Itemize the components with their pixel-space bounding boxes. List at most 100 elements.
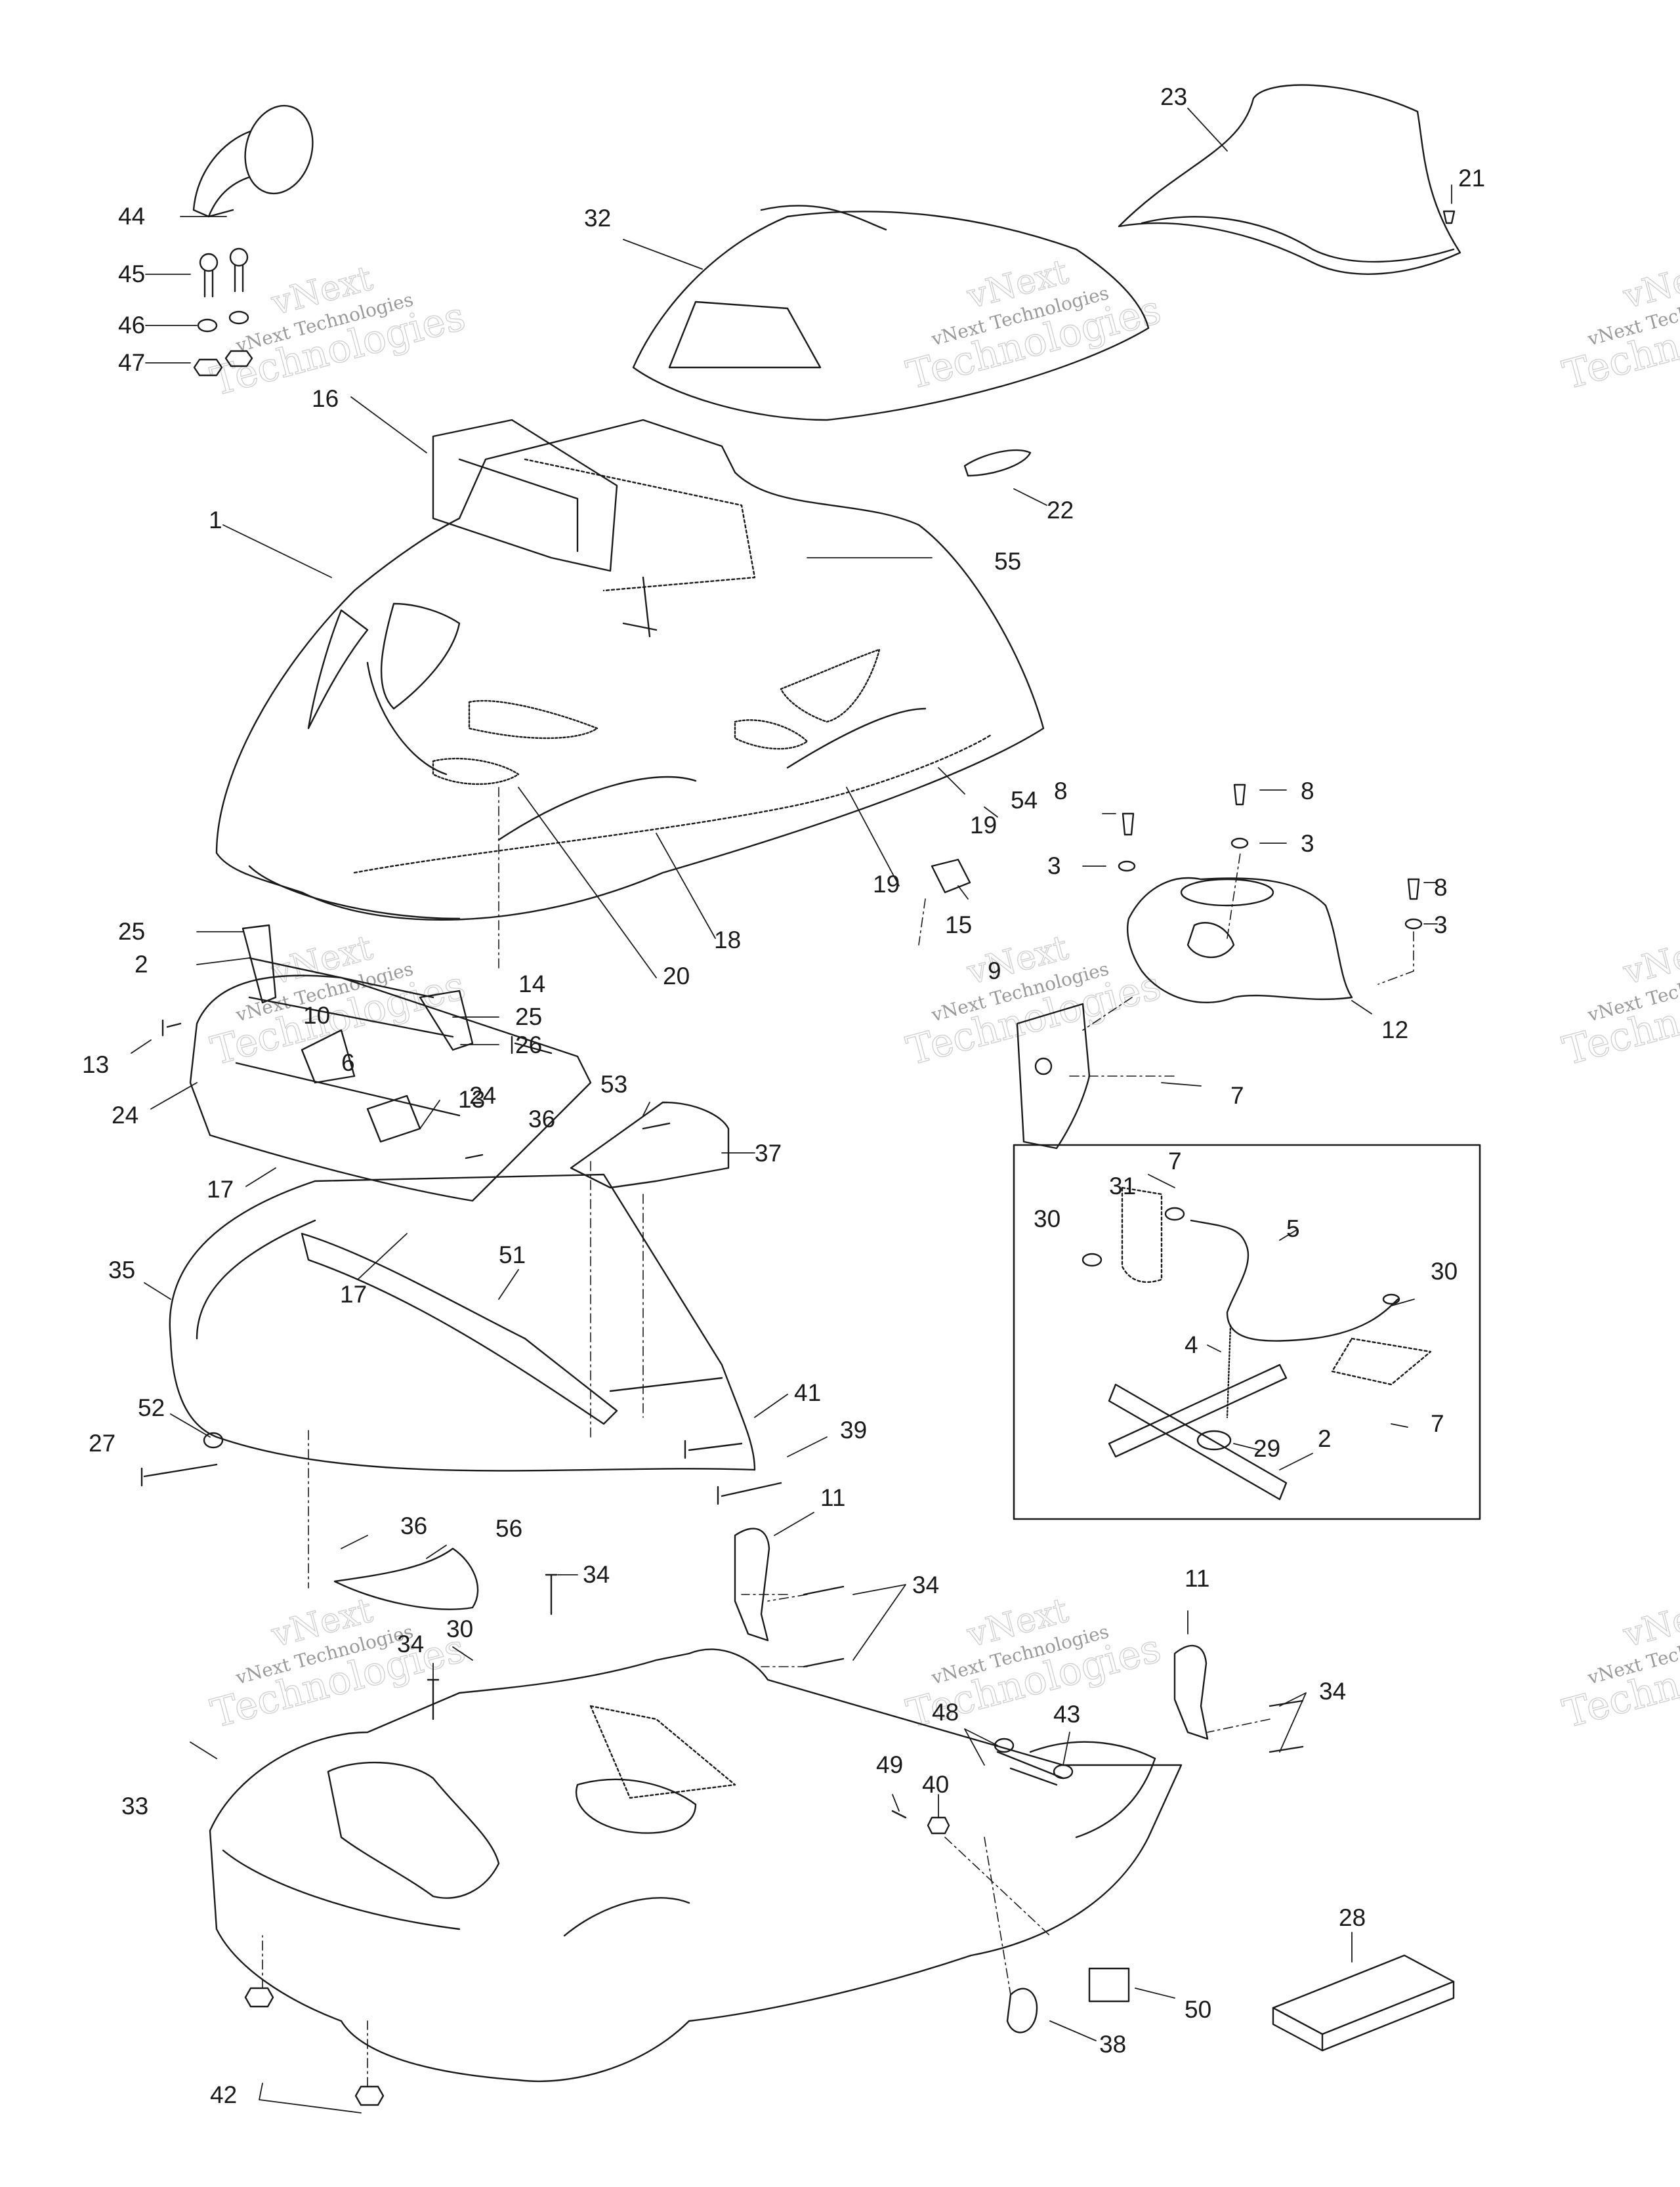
callout-34: 34 [912, 1572, 939, 1598]
callout-26: 26 [515, 1031, 542, 1058]
console-part [1127, 877, 1353, 1003]
callout-47: 47 [118, 349, 145, 376]
callout-6: 6 [341, 1049, 355, 1076]
callout-49: 49 [876, 1751, 903, 1778]
callout-51: 51 [499, 1241, 526, 1268]
callout-17: 17 [207, 1176, 234, 1203]
callout-7: 7 [1431, 1410, 1444, 1437]
callout-45: 45 [118, 260, 145, 287]
front-bumper-part [169, 1173, 756, 1472]
instrument-housing-part [432, 419, 618, 572]
callout-8: 8 [1054, 778, 1068, 804]
callout-3: 3 [1301, 830, 1314, 857]
bracket-part [570, 1101, 730, 1189]
callout-19: 19 [873, 871, 900, 898]
callout-16: 16 [312, 385, 339, 412]
bottom-pan-part [209, 1648, 1183, 2083]
callout-34: 34 [583, 1561, 610, 1588]
callout-34: 34 [397, 1631, 424, 1657]
callout-4: 4 [1185, 1331, 1198, 1358]
rivet-part [427, 1573, 1304, 1753]
callout-40: 40 [922, 1771, 949, 1798]
callout-2: 2 [1318, 1425, 1332, 1452]
foam-pad-part [1272, 1954, 1455, 2052]
callout-31: 31 [1109, 1173, 1136, 1199]
callout-12: 12 [1381, 1016, 1408, 1043]
callout-9: 9 [988, 957, 1001, 984]
callout-23: 23 [1160, 83, 1187, 110]
callout-7: 7 [1230, 1082, 1244, 1109]
callout-13: 13 [82, 1051, 109, 1078]
reinforcement-plate-part [301, 1232, 618, 1425]
callout-27: 27 [89, 1430, 116, 1457]
callout-labels: 44 45 46 47 23 21 32 22 16 1 55 54 19 19… [82, 83, 1485, 2108]
callout-5: 5 [1286, 1215, 1300, 1242]
callout-46: 46 [118, 312, 145, 339]
callout-36: 36 [528, 1106, 555, 1133]
plug-part [1006, 1988, 1038, 2033]
hood-part [215, 419, 1045, 921]
callout-19: 19 [970, 812, 997, 839]
callout-2: 2 [135, 951, 148, 978]
bracket-part [333, 1547, 479, 1610]
handle-part [963, 449, 1032, 477]
callout-30: 30 [446, 1615, 473, 1642]
callout-38: 38 [1099, 2031, 1126, 2058]
callout-10: 10 [303, 1002, 330, 1029]
callout-18: 18 [714, 927, 741, 953]
callout-28: 28 [1339, 1904, 1366, 1931]
callout-30: 30 [1034, 1205, 1060, 1232]
mirror-part [192, 104, 314, 218]
callout-43: 43 [1053, 1701, 1080, 1728]
bumper-bracket-part [189, 924, 592, 1202]
callout-1: 1 [209, 507, 222, 533]
bracket-part [1173, 1644, 1209, 1740]
callout-32: 32 [584, 205, 611, 232]
callout-7: 7 [1168, 1148, 1182, 1175]
bracket-part [734, 1528, 770, 1642]
callout-8: 8 [1434, 874, 1448, 901]
assembly-lines [262, 787, 1414, 2087]
callout-8: 8 [1301, 778, 1314, 804]
callout-37: 37 [755, 1140, 782, 1167]
clip-part [931, 858, 971, 894]
callout-55: 55 [994, 548, 1021, 575]
windshield-part [632, 205, 1150, 421]
decal-part [1088, 1967, 1130, 2003]
callout-11: 11 [820, 1484, 845, 1511]
inset-frame [1013, 1144, 1481, 1520]
cable-assembly-part [1082, 1186, 1432, 1501]
watermark-layer: vNext vNext Technologies Technologies vN… [206, 252, 1680, 1738]
screw-part [193, 247, 253, 377]
callout-13: 13 [458, 1086, 485, 1113]
hardware-part [891, 1738, 1074, 1835]
callout-53: 53 [600, 1071, 627, 1098]
callout-39: 39 [840, 1417, 867, 1444]
callout-3: 3 [1434, 911, 1448, 938]
callout-17: 17 [340, 1281, 367, 1308]
callout-36: 36 [400, 1512, 427, 1539]
callout-54: 54 [1011, 787, 1038, 814]
bolt-part [140, 1019, 782, 1505]
callout-24: 24 [112, 1102, 138, 1129]
callout-44: 44 [118, 203, 145, 230]
callout-11: 11 [1185, 1565, 1209, 1592]
callout-34: 34 [1319, 1678, 1346, 1705]
callout-25: 25 [515, 1003, 542, 1030]
callout-20: 20 [663, 963, 690, 989]
seat-part [1118, 84, 1461, 275]
leader-lines [131, 108, 1452, 2114]
screw-part [1442, 210, 1456, 224]
callout-35: 35 [108, 1257, 135, 1283]
callout-14: 14 [518, 970, 545, 997]
callout-30: 30 [1431, 1258, 1458, 1285]
callout-15: 15 [945, 911, 972, 938]
callout-48: 48 [932, 1699, 959, 1726]
callout-22: 22 [1047, 497, 1074, 524]
callout-24: 24 [469, 1082, 496, 1109]
callout-41: 41 [794, 1379, 821, 1406]
callout-52: 52 [138, 1394, 165, 1421]
callout-29: 29 [1253, 1435, 1280, 1462]
screw-part [1118, 783, 1423, 930]
